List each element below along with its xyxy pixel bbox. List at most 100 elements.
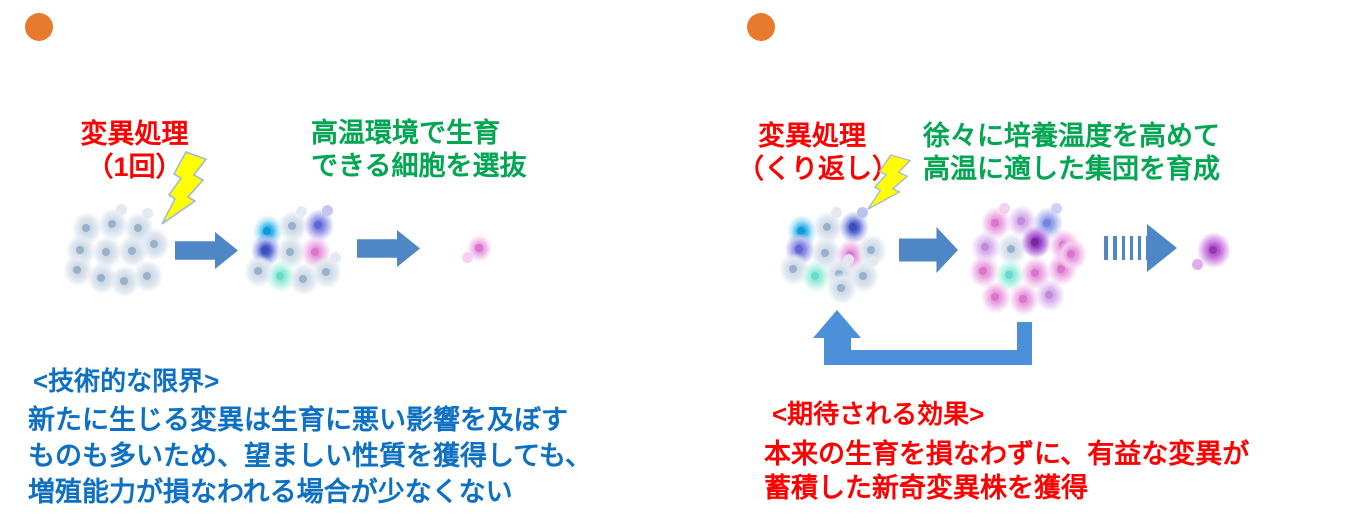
cell-nucleus xyxy=(72,266,81,275)
cell-bud xyxy=(1192,259,1203,270)
cell-nucleus xyxy=(298,275,307,284)
cell-gray xyxy=(98,204,128,242)
cell-pink xyxy=(981,203,1011,241)
selection-label-left-line1: 高温環境で生育 xyxy=(311,118,500,148)
orange-dot-icon-left xyxy=(25,13,53,41)
cell-gray xyxy=(92,236,122,270)
culture-label-right-line1: 徐々に培養温度を高めて xyxy=(923,121,1220,151)
cell-nucleus xyxy=(834,270,843,279)
cell-gray xyxy=(813,207,843,245)
cell-gray xyxy=(825,254,855,292)
cell-gray xyxy=(72,212,102,246)
cell-periwinkle xyxy=(1033,203,1063,241)
effect-heading: <期待される効果> xyxy=(772,399,985,429)
cell-bud xyxy=(296,206,307,217)
cell-nucleus xyxy=(474,244,483,253)
cell-gray xyxy=(244,255,274,289)
right-arrow-icon-left-1 xyxy=(175,232,238,269)
cell-gray xyxy=(276,236,306,270)
cell-gray xyxy=(827,272,857,306)
right-arrow-icon-left-2 xyxy=(357,230,420,267)
cell-nucleus xyxy=(287,222,296,231)
cell-magenta xyxy=(1192,232,1231,270)
effect-body: 本来の生育を損なわずに、有益な変異が 蓄積した新奇変異株を獲得 xyxy=(764,437,1249,505)
cell-bud xyxy=(142,208,153,219)
mutation-label-left-line2: （1回） xyxy=(86,152,183,182)
cell-bud xyxy=(116,204,127,215)
cell-nucleus xyxy=(321,268,330,277)
cell-gray xyxy=(63,254,93,288)
cell-pink xyxy=(1049,229,1079,263)
effect-body-line1: 本来の生育を損なわずに、有益な変異が xyxy=(764,439,1250,469)
cell-nucleus xyxy=(848,223,857,232)
cell-nucleus xyxy=(142,272,151,281)
cell-nucleus xyxy=(978,267,987,276)
cell-gray xyxy=(811,237,841,271)
cell-nucleus xyxy=(262,227,271,236)
mutation-label-right-line2: （くり返し） xyxy=(737,154,899,184)
cell-bud xyxy=(322,205,333,216)
cell-nucleus xyxy=(310,248,319,257)
cell-nucleus xyxy=(1030,269,1039,278)
orange-dot-icon-right xyxy=(747,13,775,41)
cell-pink xyxy=(462,235,492,263)
cell-nucleus xyxy=(253,267,262,276)
cell-pink xyxy=(301,236,331,270)
cell-mint xyxy=(801,260,831,294)
cell-cyan xyxy=(787,215,817,249)
cell-nucleus xyxy=(133,224,142,233)
mutation-label-right: 変異処理 （くり返し） xyxy=(737,120,899,186)
cell-lavender xyxy=(1035,279,1065,313)
cell-nucleus xyxy=(822,223,831,232)
mutation-label-right-line1: 変異処理 xyxy=(758,121,866,151)
repeated-steps-arrow-icon xyxy=(1104,223,1177,274)
cell-nucleus xyxy=(1044,291,1053,300)
lightning-bolt-icon-right xyxy=(867,154,912,210)
cell-nucleus xyxy=(127,247,136,256)
cell-mint xyxy=(995,259,1025,293)
cell-nucleus xyxy=(858,272,867,281)
cell-nucleus xyxy=(1058,241,1067,250)
limitation-heading: <技術的な限界> xyxy=(33,366,220,396)
limitation-body-line2: ものも多いため、望ましい性質を獲得しても、 xyxy=(28,441,593,471)
cell-nucleus xyxy=(820,249,829,258)
cell-lavender xyxy=(1007,205,1037,239)
cell-blueviolet xyxy=(304,205,334,243)
mutation-label-left: 変異処理 （1回） xyxy=(52,118,217,184)
cell-nucleus xyxy=(1208,246,1217,255)
effect-body-line2: 蓄積した新奇変異株を獲得 xyxy=(764,473,1088,503)
cell-gray xyxy=(849,256,879,294)
cell-nucleus xyxy=(810,272,819,281)
cell-nucleus xyxy=(1018,295,1027,304)
cell-nucleus xyxy=(794,245,803,254)
cell-nucleus xyxy=(313,221,322,230)
cell-gray xyxy=(312,252,342,290)
cell-nucleus xyxy=(107,220,116,229)
cell-gray xyxy=(140,228,170,262)
cell-nucleus xyxy=(1006,245,1015,254)
cell-nucleus xyxy=(1042,219,1051,228)
cell-bud xyxy=(831,207,842,218)
cell-bud xyxy=(999,203,1010,214)
cell-nucleus xyxy=(990,219,999,228)
cell-bud xyxy=(843,254,854,265)
cell-bud xyxy=(867,256,878,267)
cell-gray xyxy=(779,253,809,287)
cell-pink xyxy=(1047,253,1077,287)
cell-pink xyxy=(1057,238,1087,272)
cell-nucleus xyxy=(275,272,284,281)
cell-nucleus xyxy=(788,265,797,274)
cell-gray xyxy=(124,208,154,246)
cell-blueviolet xyxy=(785,233,815,267)
cell-gray xyxy=(997,233,1027,267)
cell-gray xyxy=(857,234,887,268)
cell-nucleus xyxy=(101,248,110,257)
cell-pink xyxy=(1021,257,1051,291)
cell-nucleus xyxy=(1016,217,1025,226)
cell-nucleus xyxy=(990,293,999,302)
cell-nucleus xyxy=(980,243,989,252)
cell-pink xyxy=(969,255,999,289)
cell-nucleus xyxy=(81,224,90,233)
culture-label-right-line2: 高温に適した集団を育成 xyxy=(923,154,1220,184)
cell-gray xyxy=(118,235,148,269)
